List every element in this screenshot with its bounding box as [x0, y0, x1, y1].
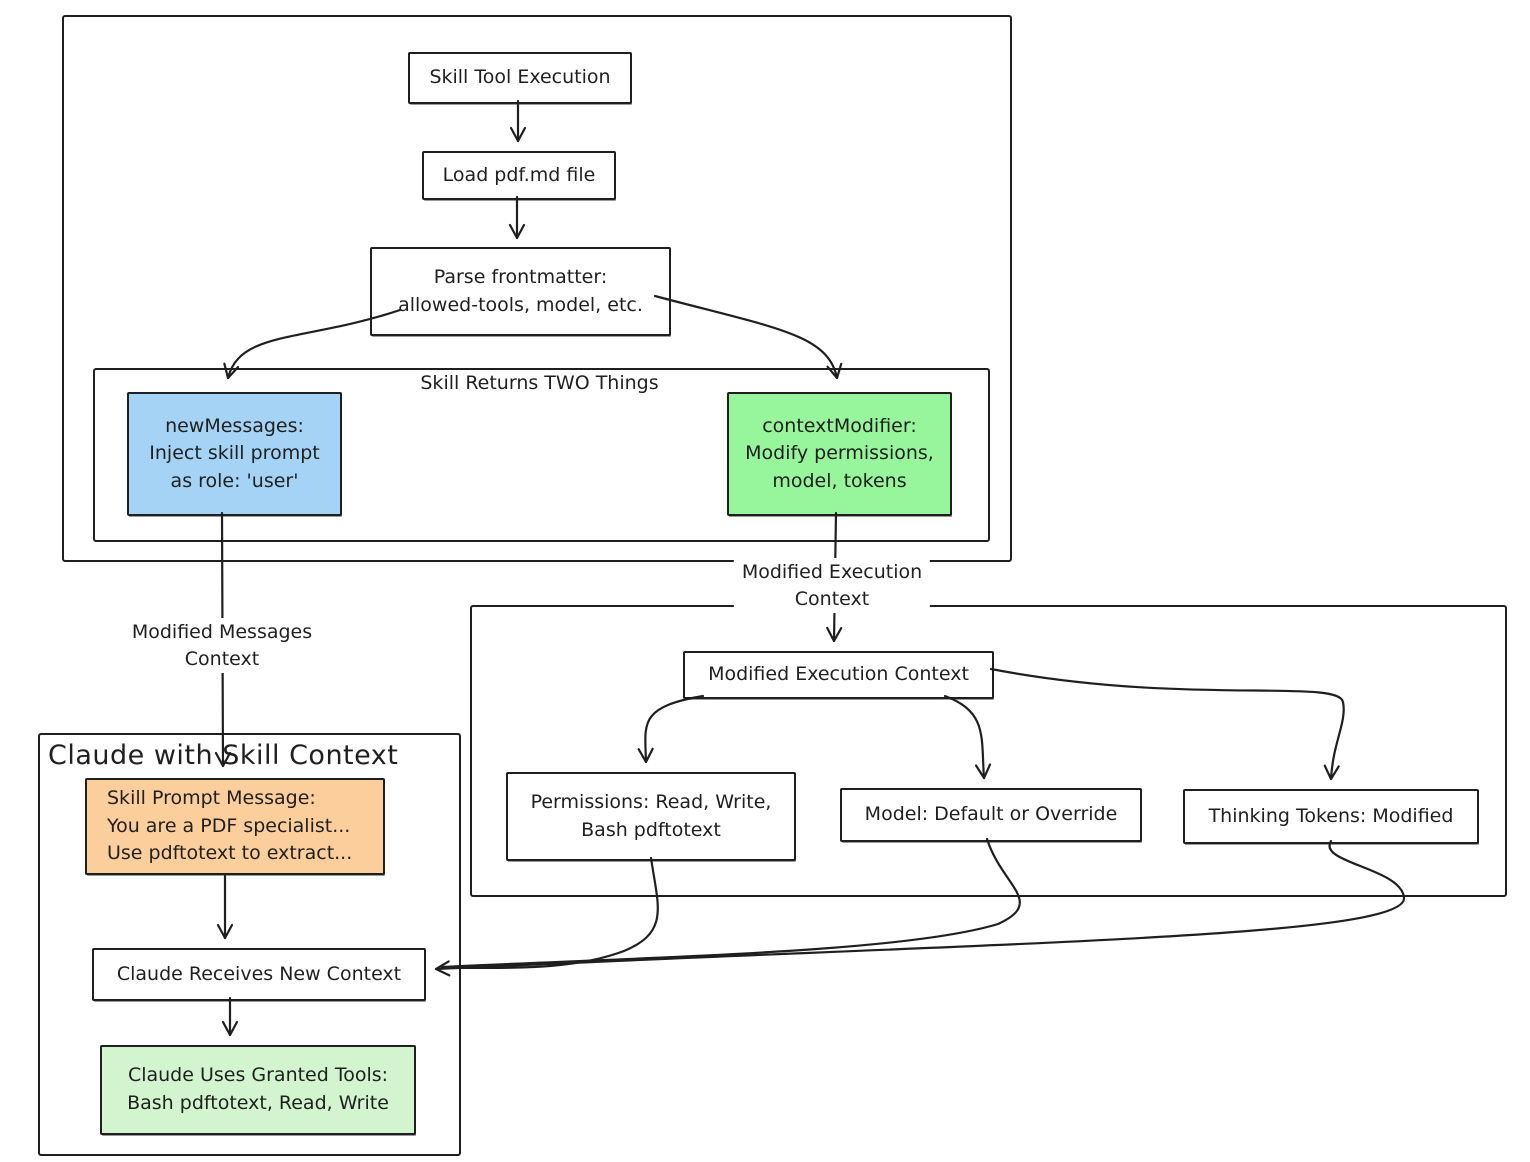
edge-label-modified-messages: Modified Messages Context [123, 618, 321, 674]
node-new-messages: newMessages: Inject skill prompt as role… [127, 392, 342, 516]
skill-returns-container [93, 368, 990, 542]
node-permissions: Permissions: Read, Write, Bash pdftotext [506, 772, 796, 861]
skill-execution-container [62, 15, 1012, 562]
skill-returns-title: Skill Returns TWO Things [420, 372, 659, 394]
node-claude-uses-tools: Claude Uses Granted Tools: Bash pdftotex… [100, 1045, 416, 1135]
node-thinking-tokens: Thinking Tokens: Modified [1183, 789, 1479, 844]
claude-context-title: Claude with Skill Context [48, 740, 399, 771]
node-load-pdf-file: Load pdf.md file [422, 151, 616, 200]
node-skill-tool-execution: Skill Tool Execution [408, 52, 632, 104]
node-model: Model: Default or Override [840, 788, 1142, 842]
edge-label-modified-execution: Modified Execution Context [733, 558, 931, 614]
node-claude-receives-context: Claude Receives New Context [92, 948, 426, 1001]
node-skill-prompt-message: Skill Prompt Message: You are a PDF spec… [85, 778, 385, 875]
node-context-modifier: contextModifier: Modify permissions, mod… [727, 392, 952, 516]
node-modified-execution-context: Modified Execution Context [683, 651, 994, 699]
node-parse-frontmatter: Parse frontmatter: allowed-tools, model,… [370, 247, 671, 336]
